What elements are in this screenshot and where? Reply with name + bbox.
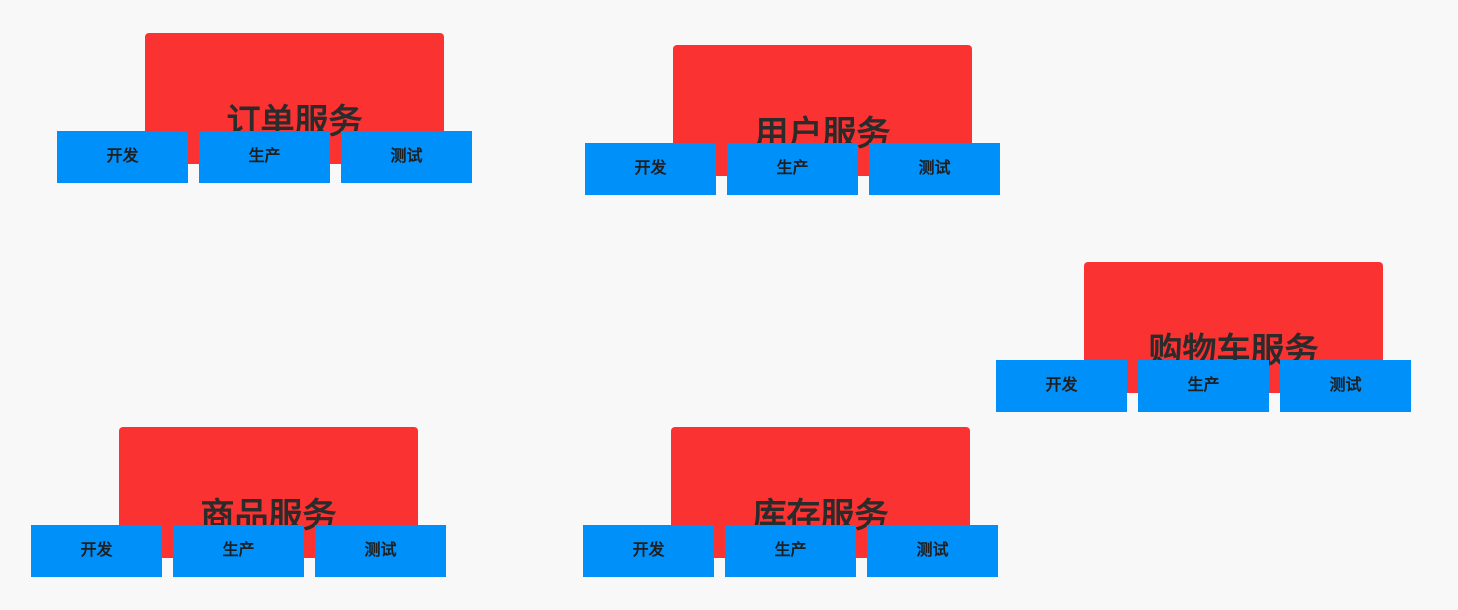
environment-chip[interactable]: 生产	[1138, 360, 1269, 412]
environment-label: 测试	[364, 542, 397, 559]
environment-chip[interactable]: 开发	[996, 360, 1127, 412]
environment-label: 开发	[634, 160, 667, 177]
environment-row: 开发 生产 测试	[31, 525, 456, 577]
environment-row: 开发 生产 测试	[583, 525, 1008, 577]
environment-chip[interactable]: 测试	[869, 143, 1000, 195]
environment-label: 开发	[80, 542, 113, 559]
environment-chip[interactable]: 测试	[341, 131, 472, 183]
environment-chip[interactable]: 生产	[173, 525, 304, 577]
environment-label: 测试	[390, 148, 423, 165]
environment-label: 开发	[1045, 377, 1078, 394]
environment-chip[interactable]: 生产	[199, 131, 330, 183]
environment-label: 生产	[776, 160, 809, 177]
environment-chip[interactable]: 测试	[867, 525, 998, 577]
environment-label: 生产	[1187, 377, 1220, 394]
environment-chip[interactable]: 开发	[585, 143, 716, 195]
environment-label: 测试	[918, 160, 951, 177]
environment-chip[interactable]: 测试	[1280, 360, 1411, 412]
environment-label: 开发	[632, 542, 665, 559]
environment-chip[interactable]: 开发	[57, 131, 188, 183]
environment-chip[interactable]: 开发	[583, 525, 714, 577]
environment-label: 测试	[1329, 377, 1362, 394]
environment-row: 开发 生产 测试	[585, 143, 1010, 195]
environment-chip[interactable]: 生产	[725, 525, 856, 577]
environment-label: 生产	[248, 148, 281, 165]
environment-row: 开发 生产 测试	[996, 360, 1421, 412]
environment-chip[interactable]: 测试	[315, 525, 446, 577]
environment-label: 开发	[106, 148, 139, 165]
environment-chip[interactable]: 开发	[31, 525, 162, 577]
environment-chip[interactable]: 生产	[727, 143, 858, 195]
environment-label: 生产	[222, 542, 255, 559]
environment-label: 测试	[916, 542, 949, 559]
environment-row: 开发 生产 测试	[57, 131, 482, 183]
environment-label: 生产	[774, 542, 807, 559]
